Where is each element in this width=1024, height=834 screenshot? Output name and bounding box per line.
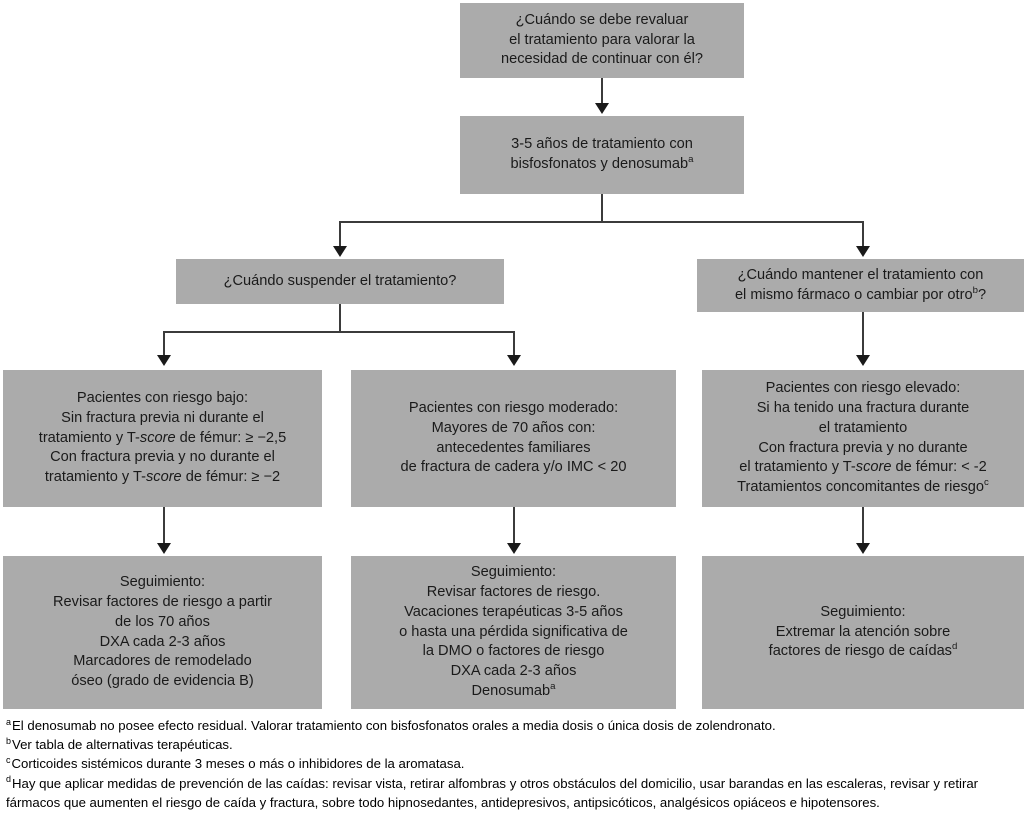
connector-suspend-right-drop bbox=[513, 331, 515, 357]
node-risk-moderate-text: Pacientes con riesgo moderado:Mayores de… bbox=[400, 399, 627, 476]
connector-duration-bus bbox=[339, 221, 864, 223]
node-risk-high: Pacientes con riesgo elevado:Si ha tenid… bbox=[702, 370, 1024, 507]
arrow-duration-to-suspend bbox=[333, 246, 347, 257]
arrow-suspend-to-risk-moderate bbox=[507, 355, 521, 366]
arrow-root-to-duration bbox=[595, 103, 609, 114]
connector-duration-stem bbox=[601, 194, 603, 222]
arrow-risk-moderate-to-followup bbox=[507, 543, 521, 554]
arrow-maintain-to-risk-high bbox=[856, 355, 870, 366]
arrow-risk-low-to-followup bbox=[157, 543, 171, 554]
node-followup-moderate-text: Seguimiento:Revisar factores de riesgo.V… bbox=[399, 563, 628, 700]
connector-suspend-bus bbox=[163, 331, 515, 333]
connector-suspend-left-drop bbox=[163, 331, 165, 357]
connector-duration-left-drop bbox=[339, 221, 341, 249]
node-risk-low-text: Pacientes con riesgo bajo:Sin fractura p… bbox=[38, 389, 287, 486]
connector-maintain-stem bbox=[862, 312, 864, 357]
node-suspend-question: ¿Cuándo suspender el tratamiento? bbox=[176, 259, 504, 304]
connector-risk-moderate-to-followup bbox=[513, 507, 515, 545]
connector-root-to-duration bbox=[601, 78, 603, 106]
arrow-suspend-to-risk-low bbox=[157, 355, 171, 366]
node-risk-high-text: Pacientes con riesgo elevado:Si ha tenid… bbox=[737, 379, 989, 496]
footnote-b: bVer tabla de alternativas terapéuticas. bbox=[6, 735, 233, 753]
node-risk-low: Pacientes con riesgo bajo:Sin fractura p… bbox=[3, 370, 322, 507]
footnote-c: cCorticoides sistémicos durante 3 meses … bbox=[6, 755, 465, 772]
connector-risk-high-to-followup bbox=[862, 507, 864, 545]
footnote-d: dHay que aplicar medidas de prevención d… bbox=[6, 774, 979, 810]
node-risk-moderate: Pacientes con riesgo moderado:Mayores de… bbox=[351, 370, 676, 507]
footnote-a: aEl denosumab no posee efecto residual. … bbox=[6, 716, 776, 733]
footnotes-block: aEl denosumab no posee efecto residual. … bbox=[6, 716, 1018, 812]
node-followup-low: Seguimiento:Revisar factores de riesgo a… bbox=[3, 556, 322, 709]
connector-duration-right-drop bbox=[862, 221, 864, 249]
arrow-risk-high-to-followup bbox=[856, 543, 870, 554]
connector-suspend-stem bbox=[339, 304, 341, 332]
node-suspend-question-text: ¿Cuándo suspender el tratamiento? bbox=[223, 272, 457, 289]
node-followup-low-text: Seguimiento:Revisar factores de riesgo a… bbox=[53, 573, 272, 690]
node-followup-moderate: Seguimiento:Revisar factores de riesgo.V… bbox=[351, 556, 676, 709]
arrow-duration-to-maintain bbox=[856, 246, 870, 257]
connector-risk-low-to-followup bbox=[163, 507, 165, 545]
